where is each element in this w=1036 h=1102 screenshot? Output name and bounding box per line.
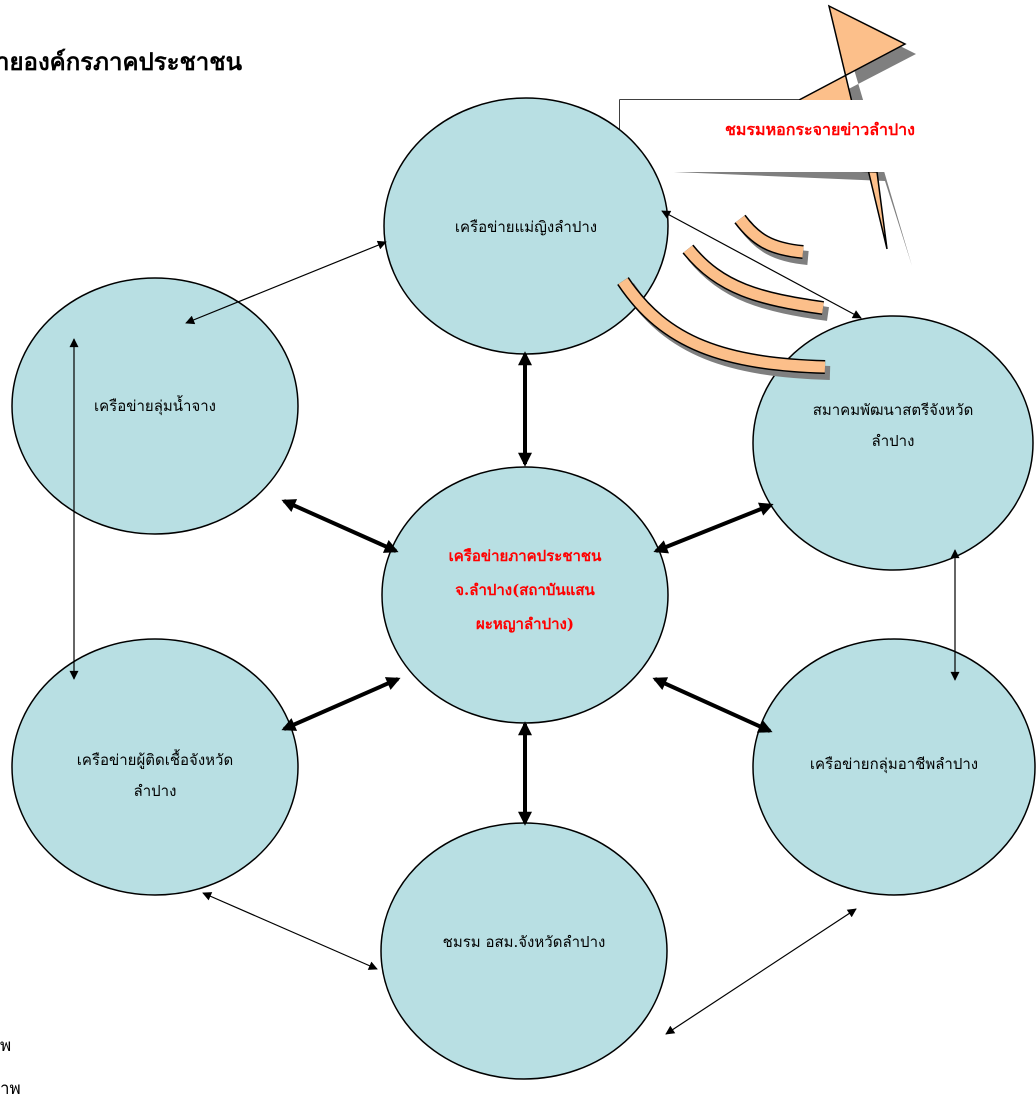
node-lower-left-line1: เครือข่ายผู้ติดเชื้อจังหวัด: [76, 751, 234, 769]
node-lower-left-label: เครือข่ายผู้ติดเชื้อจังหวัด ลำปาง: [12, 745, 298, 807]
node-lower-left-line2: ลำปาง: [133, 782, 177, 800]
node-center-line3: ผะหญาลำปาง): [476, 615, 574, 633]
outer-connectors: [69, 210, 960, 1035]
node-center-line2: จ.ลำปาง(สถาบันแสน: [455, 581, 595, 599]
text-fragment-1: พ: [0, 1036, 12, 1056]
node-center-label: เครือข่ายภาคประชาชน จ.ลำปาง(สถาบันแสน ผะ…: [382, 539, 668, 641]
loudspeaker-icon: [619, 4, 952, 266]
connector-center-upperleft: [281, 499, 399, 553]
node-top-label: เครือข่ายแม่ญิงลำปาง: [384, 212, 668, 243]
connector-center-lowerright: [652, 677, 773, 733]
node-upper-right-label: สมาคมพัฒนาสตรีจังหวัด ลำปาง: [753, 395, 1033, 457]
node-upper-right-line2: ลำปาง: [871, 432, 915, 450]
diagram-title: ายองค์กรภาคประชาชน: [0, 47, 242, 76]
text-fragment-2: าพ: [0, 1079, 21, 1099]
node-lower-right-shape: [752, 638, 1036, 896]
connector-center-lowerleft: [281, 677, 401, 731]
node-lower-left-shape: [11, 638, 299, 896]
connector-top-upperright: [661, 210, 862, 319]
node-upper-left-shape: [11, 277, 299, 535]
node-bottom-label: ชมรม อสม.จังหวัดลำปาง: [381, 927, 667, 958]
center-connectors: [281, 351, 774, 826]
connector-lowerleft-bottom: [202, 892, 378, 970]
node-upper-left-line1: เครือข่ายลุ่มน้ำจาง: [94, 397, 216, 415]
node-upper-right-line1: สมาคมพัฒนาสตรีจังหวัด: [812, 401, 974, 419]
node-center-line1: เครือข่ายภาคประชาชน: [448, 547, 602, 565]
node-lower-right-line1: เครือข่ายกลุ่มอาชีพลำปาง: [809, 755, 979, 773]
radio-station-label: ชมรมหอกระจายข่าวลำปาง: [725, 120, 915, 139]
node-top-line1: เครือข่ายแม่ญิงลำปาง: [454, 218, 598, 236]
node-lower-right-label: เครือข่ายกลุ่มอาชีพลำปาง: [753, 749, 1035, 780]
node-upper-left-label: เครือข่ายลุ่มน้ำจาง: [12, 391, 298, 422]
connector-center-upperright: [653, 502, 774, 554]
node-bottom-line1: ชมรม อสม.จังหวัดลำปาง: [442, 933, 606, 951]
connector-top-upperleft: [185, 240, 387, 325]
connector-lowerright-bottom: [665, 908, 857, 1035]
